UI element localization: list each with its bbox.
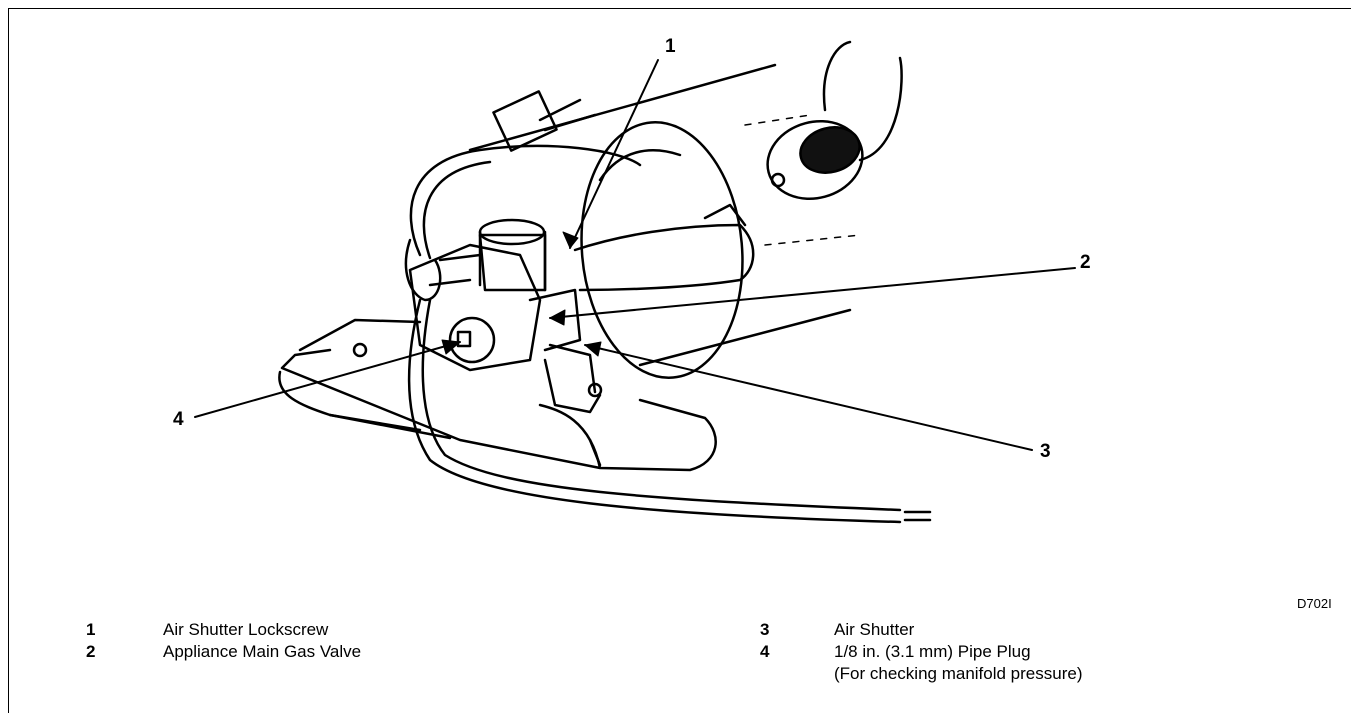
legend-sublabel-4: (For checking manifold pressure) xyxy=(834,664,1083,683)
legend-number-1: 1 xyxy=(86,620,96,639)
legend-number-2: 2 xyxy=(86,642,96,661)
pipe-plug xyxy=(448,316,496,364)
wire-harness xyxy=(409,144,642,257)
thermostat xyxy=(766,119,864,201)
base-plate xyxy=(278,318,717,472)
callout-2: 2 xyxy=(1080,252,1091,273)
legend-label-4: 1/8 in. (3.1 mm) Pipe Plug xyxy=(834,642,1031,661)
callout-1: 1 xyxy=(665,36,676,57)
burner-port xyxy=(573,223,755,292)
burner-tube xyxy=(468,63,852,367)
leader-2 xyxy=(549,267,1076,319)
tube-opening xyxy=(580,121,744,379)
gas-tubing xyxy=(407,298,902,524)
legend-label-2: Appliance Main Gas Valve xyxy=(163,642,362,661)
legend-number-4: 4 xyxy=(760,642,770,661)
legend-label-3: Air Shutter xyxy=(834,620,915,639)
wire-connector xyxy=(492,90,558,152)
callout-3: 3 xyxy=(1040,441,1051,462)
figure-frame xyxy=(8,8,1351,713)
leader-1 xyxy=(569,59,659,249)
figure-id: D702I xyxy=(1297,596,1332,611)
callout-4: 4 xyxy=(173,409,184,430)
legend-number-3: 3 xyxy=(760,620,770,639)
leader-3 xyxy=(584,344,1033,451)
legend-label-1: Air Shutter Lockscrew xyxy=(163,620,329,639)
leader-4 xyxy=(194,341,461,418)
gas-valve xyxy=(408,243,542,372)
